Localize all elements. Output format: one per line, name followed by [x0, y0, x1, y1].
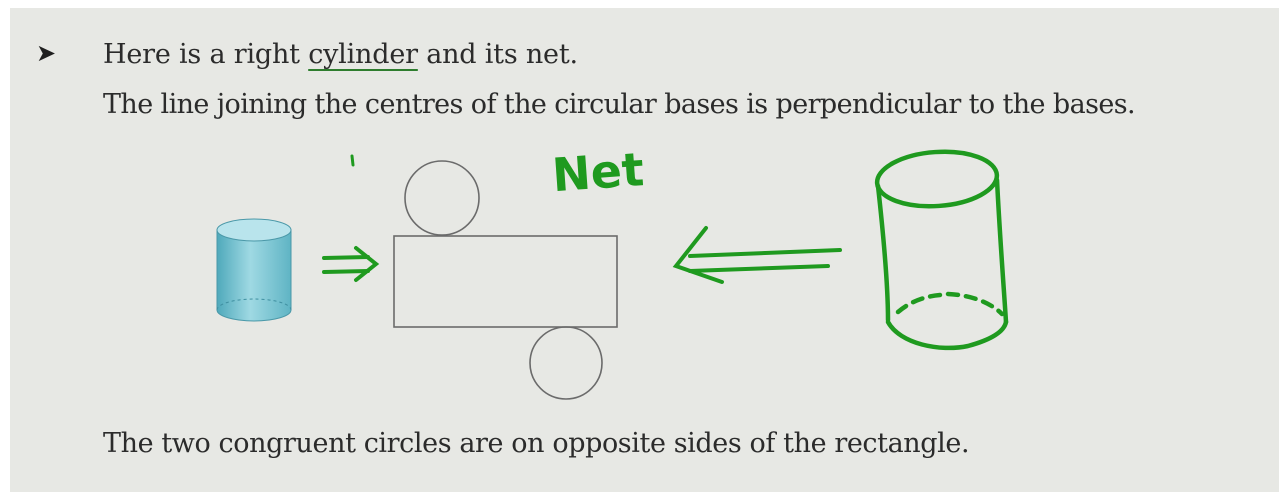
right-arrow-annotation [322, 246, 380, 282]
perpendicular-sentence: The line joining the centres of the circ… [103, 89, 1136, 120]
congruent-circles-sentence: The two congruent circles are on opposit… [103, 428, 970, 459]
printed-net [393, 160, 618, 400]
printed-cylinder [216, 218, 292, 322]
net-top-circle [404, 160, 480, 236]
intro-text-end: and its net. [417, 39, 578, 70]
bullet-arrow-icon: ➤ [36, 39, 57, 67]
intro-sentence: Here is a right cylinder and its net. [103, 38, 578, 72]
handdrawn-cylinder [874, 149, 1009, 351]
keyword-cylinder: cylinder [308, 39, 418, 70]
photo-edge-top [0, 0, 1279, 8]
photo-edge-left [0, 0, 10, 503]
ink-mark [350, 154, 355, 167]
net-bottom-circle [529, 326, 603, 400]
photo-edge-bottom [0, 492, 1279, 503]
left-arrow-annotation [672, 226, 842, 284]
net-handwritten-label: Net [550, 142, 645, 202]
net-rectangle [393, 235, 618, 328]
intro-text-start: Here is a right [103, 39, 309, 70]
